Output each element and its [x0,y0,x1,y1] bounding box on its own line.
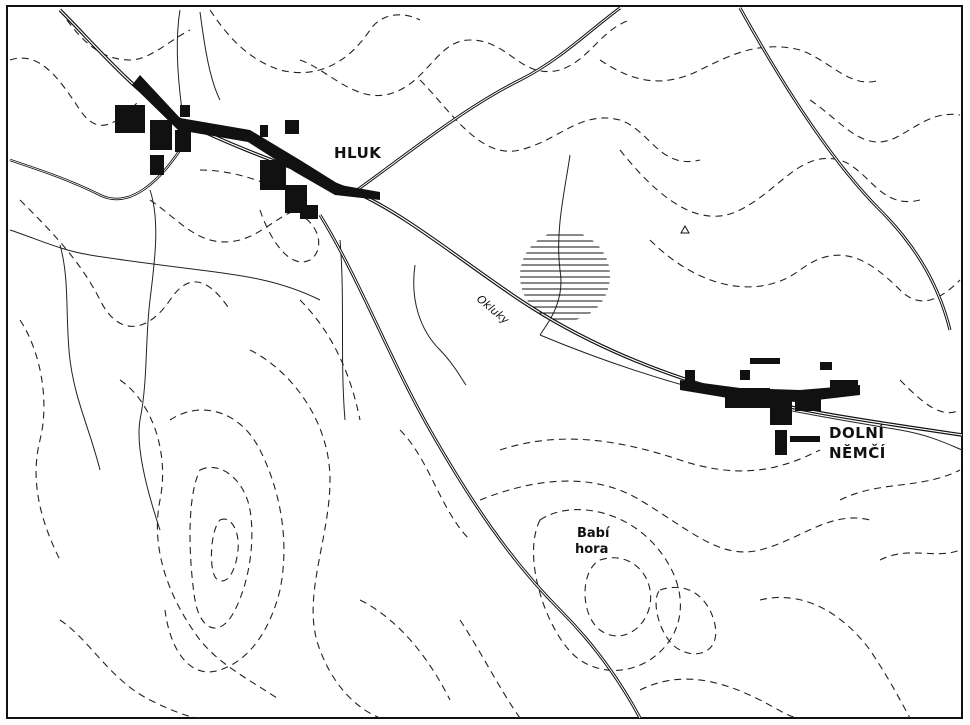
contour-line [164,409,285,673]
building [180,105,190,117]
road-northeast-inner [739,7,951,331]
road-north [349,6,621,197]
label-hora: hora [575,542,608,557]
contour-line [59,619,201,719]
contour-line [419,79,701,163]
contour-line [759,596,911,719]
contour-line [399,429,471,541]
building [285,120,299,134]
building [775,430,787,455]
label-dolni: DOLNÍ [829,423,884,442]
contour-line [655,586,717,655]
stream-line [413,264,467,386]
contour-line [299,299,361,421]
contour-line [532,509,681,671]
contour-line [899,379,961,414]
contour-line [209,9,421,74]
contour-line [249,349,381,719]
stream-line [176,9,183,111]
contour-line [649,239,961,302]
contour-line [619,149,921,217]
building [260,160,286,190]
contour-line [210,518,239,582]
building [740,370,750,380]
contour-line [119,379,281,701]
settlement-dolni-nemci [680,358,860,455]
contour-line [9,57,141,126]
contour-line [839,469,961,501]
stream-line [339,239,346,421]
building [175,130,191,152]
stream-line [539,154,571,336]
label-babi: Babí [577,526,611,541]
building [725,388,770,408]
contour-line [809,99,961,143]
stream-line [59,244,101,471]
road-south-inner [319,214,641,719]
roads [9,6,963,719]
building [685,370,695,382]
road-south [318,214,642,719]
contour-line [299,19,631,96]
contour-line [479,480,871,553]
map-frame [6,5,963,719]
building [830,380,858,388]
contour-line [459,619,521,719]
label-nemci: NĚMČÍ [829,443,886,462]
building [115,105,145,133]
streams [9,9,963,531]
contour-line [879,549,961,561]
building [795,395,821,411]
contour-line [639,678,801,719]
label-hluk: HLUK [334,144,382,162]
road-northeast [738,7,952,331]
contour-line [359,599,451,701]
contour-line [189,466,253,629]
label-okluky: Okluky [474,292,512,327]
settlement-hluk [115,75,380,219]
stream-line [9,229,321,301]
contour-line [584,557,652,637]
contour-lines [9,9,961,719]
contour-line [599,46,881,83]
contour-line [59,9,191,61]
contour-line [19,319,61,561]
main-road [58,8,963,437]
contour-line [19,199,231,327]
building [750,358,780,364]
contour-line [149,199,321,243]
building [150,155,164,175]
main-road-inner [59,9,963,436]
building [790,436,820,442]
building [260,125,268,137]
building [150,120,172,150]
building [820,362,832,370]
hluk-main-street [132,75,380,200]
triangle-marker-icon [680,224,690,234]
contour-line [499,438,821,472]
stream-line [138,189,161,531]
road-north-inner [349,7,621,196]
contour-line [259,209,320,263]
building [300,205,318,219]
building [770,395,792,425]
stream-line [199,11,221,101]
